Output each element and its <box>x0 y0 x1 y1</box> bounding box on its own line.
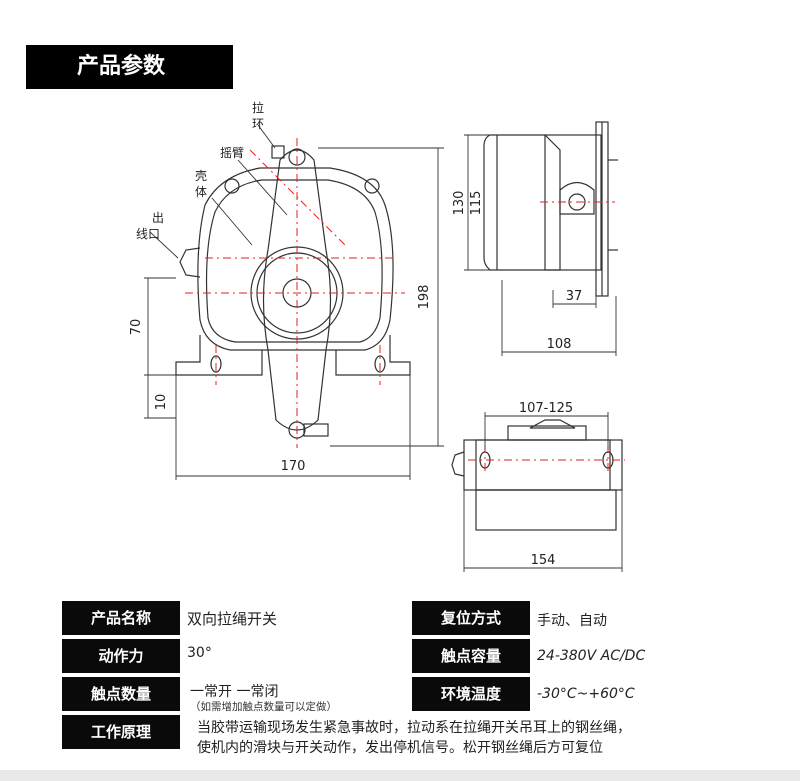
dim-37: 37 <box>566 289 583 304</box>
label-ring-1: 拉 <box>252 100 264 115</box>
spec-label-force: 动作力 <box>62 639 180 673</box>
dim-107-125: 107-125 <box>519 401 573 416</box>
dim-10: 10 <box>154 394 169 411</box>
spec-value-name: 双向拉绳开关 <box>187 610 278 628</box>
spec-label-name: 产品名称 <box>62 601 180 635</box>
label-ring-2: 环 <box>252 117 264 131</box>
spec-label-capacity: 触点容量 <box>412 639 530 673</box>
spec-value-reset: 手动、自动 <box>537 613 607 629</box>
spec-row-3: 触点数量 一常开 一常闭 （如需增加触点数量可以定做） 环境温度 -30°C~+… <box>62 677 698 713</box>
spec-row-4: 工作原理 当胶带运输现场发生紧急事故时，拉动系在拉绳开关吊耳上的钢丝绳， 使机内… <box>62 715 698 756</box>
dim-170: 170 <box>281 459 306 474</box>
label-outlet-1: 出 <box>152 211 164 225</box>
spec-principle-line2: 使机内的滑块与开关动作，发出停机信号。松开钢丝绳后方可复位 <box>197 740 603 756</box>
section-title: 产品参数 <box>26 45 233 89</box>
dim-70: 70 <box>129 319 144 336</box>
spec-label-temp: 环境温度 <box>412 677 530 711</box>
label-outlet-2: 线口 <box>136 227 160 241</box>
spec-label-reset: 复位方式 <box>412 601 530 635</box>
front-view <box>175 145 411 439</box>
dim-154: 154 <box>531 553 556 568</box>
spec-value-force: 30° <box>187 645 212 661</box>
spec-row-2: 动作力 30° 触点容量 24-380V AC/DC <box>62 639 698 673</box>
side-view <box>483 121 618 297</box>
spec-label-contacts: 触点数量 <box>62 677 180 711</box>
spec-principle-line1: 当胶带运输现场发生紧急事故时，拉动系在拉绳开关吊耳上的钢丝绳， <box>197 720 631 736</box>
dim-198: 198 <box>417 285 432 310</box>
label-housing-1: 壳 <box>195 169 207 183</box>
label-rocker-arm: 摇臂 <box>220 146 244 160</box>
bottom-view <box>451 419 623 531</box>
dim-108: 108 <box>547 337 572 352</box>
bottom-strip <box>0 770 800 781</box>
spec-contacts-note: （如需增加触点数量可以定做） <box>190 701 337 713</box>
dim-130: 130 <box>452 191 467 216</box>
spec-row-1: 产品名称 双向拉绳开关 复位方式 手动、自动 <box>62 601 698 635</box>
spec-value-capacity: 24-380V AC/DC <box>537 648 646 664</box>
technical-drawing: 198 70 10 170 130 115 37 108 107-125 154… <box>129 100 625 572</box>
spec-label-principle: 工作原理 <box>62 715 180 749</box>
spec-value-temp: -30°C~+60°C <box>537 686 635 702</box>
dim-115: 115 <box>469 191 484 216</box>
label-housing-2: 体 <box>195 185 207 199</box>
spec-value-contacts: 一常开 一常闭 <box>190 684 279 700</box>
